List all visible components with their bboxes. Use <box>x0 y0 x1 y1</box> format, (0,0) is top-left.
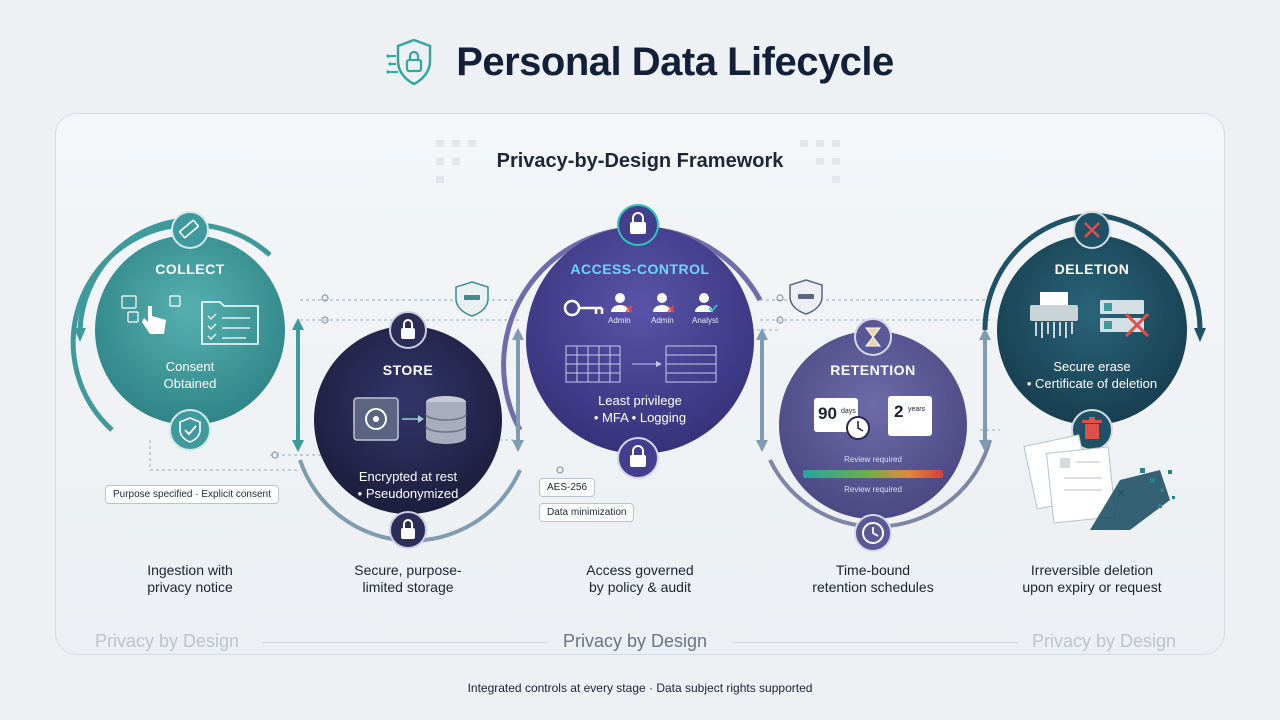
stage-title-collect: COLLECT <box>155 261 225 277</box>
caption-line: upon expiry or request <box>1022 579 1162 595</box>
caption-line: Access governed <box>586 562 694 578</box>
stage-body-collect: Consent Obtained <box>90 358 290 392</box>
caption-line: Secure, purpose- <box>354 562 462 578</box>
stage-store <box>298 311 522 549</box>
stage-title-access: ACCESS-CONTROL <box>570 261 710 277</box>
shield-badge-right <box>789 279 823 315</box>
stage-body-store: Encrypted at rest • Pseudonymized <box>308 468 508 502</box>
caption-line: limited storage <box>362 579 454 595</box>
shield-check-icon <box>179 417 201 443</box>
database-icon <box>425 396 467 444</box>
caption-line: privacy notice <box>147 579 233 595</box>
review-label: Review required <box>844 455 902 464</box>
lock-icon <box>630 445 646 467</box>
role-label: Analyst <box>692 316 719 325</box>
caption-retention: Time-bound retention schedules <box>773 562 973 596</box>
footer-note: Integrated controls at every stage · Dat… <box>467 681 813 695</box>
stage-title-deletion: DELETION <box>1054 261 1130 277</box>
role-label: Admin <box>608 316 631 325</box>
permission-matrix <box>565 345 717 383</box>
body-line: Encrypted at rest <box>358 469 458 484</box>
retention-days-unit: days <box>841 408 856 415</box>
lock-icon <box>630 212 646 234</box>
divider <box>262 642 547 643</box>
caption-line: Irreversible deletion <box>1030 562 1154 578</box>
body-line: • Pseudonymized <box>357 486 459 501</box>
close-icon <box>1084 222 1100 238</box>
divider <box>733 642 1018 643</box>
page-header: Personal Data Lifecycle <box>0 34 1280 90</box>
role-label: Admin <box>651 316 674 325</box>
caption-line: by policy & audit <box>589 579 691 595</box>
body-line: Secure erase <box>1053 359 1131 374</box>
body-line: • Certificate of deletion <box>1026 376 1158 391</box>
body-line: Consent <box>165 359 215 374</box>
stage-access <box>501 204 768 479</box>
caption-deletion: Irreversible deletion upon expiry or req… <box>992 562 1192 596</box>
framework-title: Privacy-by-Design Framework <box>496 150 784 172</box>
review-label: Review required <box>844 485 902 494</box>
lock-pattern <box>436 140 840 183</box>
data-minimization-tag: Data minimization <box>539 503 635 522</box>
caption-access: Access governed by policy & audit <box>540 562 740 596</box>
privacy-by-design-left: Privacy by Design <box>95 631 240 651</box>
caption-line: Time-bound <box>835 562 911 578</box>
eraser-icon <box>1023 434 1175 530</box>
checklist-icon <box>201 301 259 345</box>
stage-collect <box>70 211 304 452</box>
aes-tag: AES-256 <box>539 478 596 497</box>
privacy-by-design-center: Privacy by Design <box>563 631 708 651</box>
shredder-icon <box>1030 292 1078 338</box>
safe-icon <box>353 397 399 441</box>
caption-line: Ingestion with <box>147 562 233 578</box>
shield-lock-icon <box>386 38 432 86</box>
stage-body-access: Least privilege • MFA • Logging <box>540 392 740 426</box>
stage-retention <box>768 318 992 552</box>
lock-icon <box>401 319 415 339</box>
body-line: Obtained <box>163 376 217 391</box>
caption-line: retention schedules <box>812 579 934 595</box>
caption-store: Secure, purpose- limited storage <box>308 562 508 596</box>
body-line: Least privilege <box>598 393 682 408</box>
pencil-icon <box>179 219 199 239</box>
privacy-by-design-right: Privacy by Design <box>1032 631 1177 651</box>
record-cards <box>1100 300 1150 338</box>
purpose-consent-tag: Purpose specified · Explicit consent <box>105 485 279 504</box>
stage-title-retention: RETENTION <box>830 362 916 378</box>
body-line: • MFA • Logging <box>593 410 687 425</box>
key-icon <box>563 299 604 317</box>
retention-years-unit: years <box>908 406 926 413</box>
trash-icon <box>1082 417 1102 439</box>
caption-collect: Ingestion with privacy notice <box>90 562 290 596</box>
calendar-icon <box>814 396 932 440</box>
retention-years: 2 <box>894 402 904 421</box>
clock-icon <box>862 522 884 544</box>
stage-body-deletion: Secure erase • Certificate of deletion <box>992 358 1192 392</box>
lock-icon <box>401 519 415 539</box>
hand-pointer-icon <box>121 295 181 334</box>
user-icon <box>611 293 713 312</box>
retention-progress <box>803 470 943 478</box>
hourglass-icon <box>864 327 882 347</box>
page-title: Personal Data Lifecycle <box>456 39 894 84</box>
stage-title-store: STORE <box>382 362 434 378</box>
retention-days: 90 <box>818 404 837 423</box>
shield-badge-left <box>455 281 489 317</box>
stage-deletion <box>982 211 1206 530</box>
